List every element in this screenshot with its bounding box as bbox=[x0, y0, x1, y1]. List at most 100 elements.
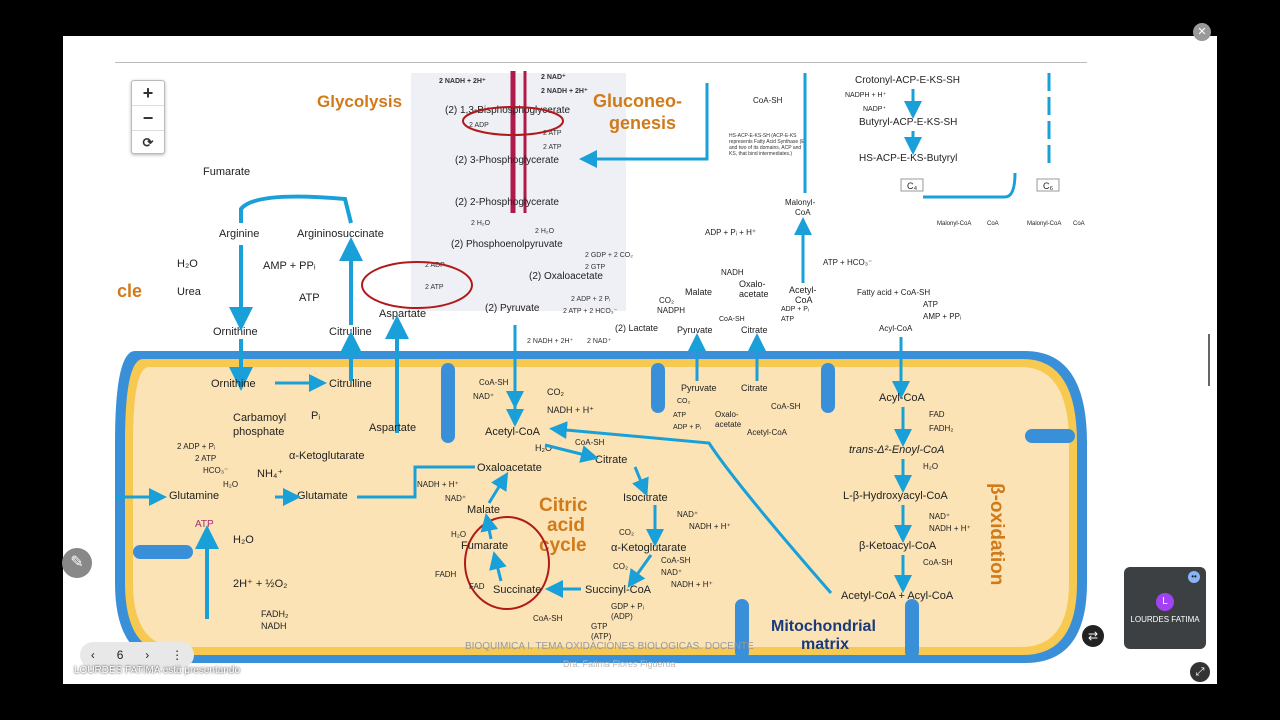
metabolite-ornithine-cyto: Ornithine bbox=[213, 326, 258, 338]
zoom-out-button[interactable]: − bbox=[132, 106, 164, 131]
metabolite-aspartate: Aspartate bbox=[369, 422, 416, 434]
metabolite-citrate: Citrate bbox=[595, 454, 627, 466]
beta-label: NADH + H⁺ bbox=[929, 524, 971, 533]
tca-flow bbox=[480, 513, 499, 540]
tca-label: GTP bbox=[591, 622, 607, 631]
shuttle-label: ATP + HCO₃⁻ bbox=[823, 258, 872, 267]
tca-flow bbox=[632, 466, 649, 497]
shuttle-label: Oxalo- bbox=[715, 410, 739, 419]
citric-acid-title: Citric bbox=[539, 495, 588, 516]
shuttle-label: ATP bbox=[781, 316, 794, 323]
metabolite-succinyl-coa: Succinyl-CoA bbox=[585, 584, 652, 596]
shuttle-label: Pyruvate bbox=[677, 325, 713, 335]
slide-footer-author: Dra. Fatima Flores Figueroa bbox=[563, 659, 676, 669]
shuttle-label: Citrate bbox=[741, 383, 768, 393]
shuttle-label: ADP + Pᵢ + H⁺ bbox=[705, 228, 756, 237]
glycolysis-label: 2 NAD⁺ bbox=[541, 74, 566, 81]
metabolite-pyruvate-cyto: (2) Pyruvate bbox=[485, 303, 540, 314]
tca-label: NADH + H⁺ bbox=[689, 522, 731, 531]
crista bbox=[651, 363, 665, 413]
annotation-circle bbox=[462, 106, 564, 136]
tca-label: CO₂ bbox=[619, 528, 634, 537]
shuttle-label: NADPH bbox=[657, 306, 685, 315]
beta-label: L-β-Hydroxyacyl-CoA bbox=[843, 490, 948, 502]
shuttle-label: NADH bbox=[721, 268, 744, 277]
participant-name: LOURDES FATIMA bbox=[1130, 615, 1200, 624]
gluconeogenesis-title-2: genesis bbox=[609, 113, 676, 133]
next-page-button[interactable]: › bbox=[145, 648, 150, 662]
metabolite-glutamate: Glutamate bbox=[297, 490, 348, 502]
more-options-icon[interactable]: ⋮ bbox=[171, 648, 184, 662]
slide-canvas: Glycolysis Gluconeo- genesis cle Citric … bbox=[115, 62, 1087, 675]
c4-box bbox=[900, 178, 924, 192]
glycolysis-label: 2 H₂O bbox=[535, 228, 555, 235]
expand-icon[interactable]: ⤢ bbox=[1190, 662, 1210, 682]
tca-flow bbox=[627, 554, 653, 588]
tca-flow bbox=[544, 443, 599, 463]
prev-page-button[interactable]: ‹ bbox=[90, 648, 95, 662]
tca-label: H₂O bbox=[535, 443, 552, 453]
urea-flow bbox=[239, 194, 353, 224]
tca-label: CoA-SH bbox=[533, 614, 563, 623]
reset-zoom-button[interactable]: ⟳ bbox=[142, 135, 154, 150]
tca-label: CoA-SH bbox=[575, 438, 605, 447]
fatty-label: Fatty acid + CoA-SH bbox=[857, 288, 930, 297]
c6-box bbox=[1036, 178, 1060, 192]
shuttle-label: CoA-SH bbox=[719, 316, 745, 323]
urea-label: AMP + PPᵢ bbox=[263, 260, 316, 272]
glycolysis-label: 2 NADH + 2H⁺ bbox=[527, 338, 574, 345]
zoom-in-button[interactable]: + bbox=[132, 81, 164, 106]
slide-footer: BIOQUIMICA I. TEMA OXIDACIONES BIOLOGICA… bbox=[465, 641, 754, 652]
annotation-circle bbox=[361, 261, 473, 309]
glycolysis-label: 2 NAD⁺ bbox=[587, 338, 612, 345]
fatty-label: Malonyl-CoA bbox=[1027, 221, 1061, 227]
presenter-caption: LOURDES FATIMA está presentando bbox=[74, 665, 241, 676]
tca-label: NAD⁺ bbox=[473, 392, 494, 401]
zoom-controls: + − ⟳ bbox=[131, 80, 165, 154]
metabolite-citrulline-cyto: Citrulline bbox=[329, 326, 372, 338]
tca-label: CoA-SH bbox=[661, 556, 691, 565]
tca-label: NADH + H⁺ bbox=[547, 405, 594, 415]
mitochondrion-matrix bbox=[133, 367, 1069, 647]
shuttle-label: Citrate bbox=[741, 325, 768, 335]
beta-label: NAD⁺ bbox=[929, 512, 950, 521]
page-navigator: ‹ 6 › ⋮ bbox=[80, 642, 194, 668]
mito-label: HCO₃⁻ bbox=[203, 466, 228, 475]
tca-flow bbox=[487, 471, 509, 504]
metabolite-fumarate: Fumarate bbox=[203, 166, 250, 178]
fatty-label: Acyl-CoA bbox=[879, 324, 913, 333]
glycolysis-label: 2 H₂O bbox=[471, 220, 491, 227]
metabolite-ornithine: Ornithine bbox=[211, 378, 256, 390]
shuttle-label: CO₂ bbox=[659, 296, 674, 305]
metabolite-pep: (2) Phosphoenolpyruvate bbox=[451, 239, 563, 250]
mito-label: H₂O bbox=[233, 534, 254, 546]
pencil-icon[interactable]: ✎ bbox=[62, 548, 92, 578]
layout-icon[interactable]: ⇄ bbox=[1082, 625, 1104, 647]
glycolysis-label: 2 ADP bbox=[469, 122, 489, 129]
metabolite-glutamine: Glutamine bbox=[169, 490, 219, 502]
scrollbar[interactable] bbox=[1208, 334, 1210, 386]
crista bbox=[133, 545, 193, 559]
tca-label: NADH + H⁺ bbox=[417, 480, 459, 489]
glycolysis-title: Glycolysis bbox=[317, 92, 402, 111]
shuttle-label: ADP + Pᵢ bbox=[781, 306, 809, 313]
close-icon[interactable]: ✕ bbox=[1193, 23, 1211, 41]
shuttle-label: CoA bbox=[795, 208, 811, 217]
participant-tile[interactable]: •• L LOURDES FATIMA bbox=[1124, 567, 1206, 649]
glycolysis-label: 2 ADP bbox=[425, 262, 445, 269]
beta-label: Acyl-CoA bbox=[879, 392, 926, 404]
metabolite-aspartate-cyto: Aspartate bbox=[379, 308, 426, 320]
fatty-label: CoA bbox=[987, 221, 999, 227]
mito-label: H₂O bbox=[223, 480, 238, 489]
beta-label: Acetyl-CoA + Acyl-CoA bbox=[841, 590, 954, 602]
tca-label: NAD⁺ bbox=[445, 494, 466, 503]
glycolysis-label: 2 GDP + 2 CO₂ bbox=[585, 252, 633, 259]
glycolysis-label: 2 NADH + 2H⁺ bbox=[439, 78, 486, 85]
fatty-label: NADPH + H⁺ bbox=[845, 92, 887, 99]
beta-label: β-Ketoacyl-CoA bbox=[859, 540, 937, 552]
metabolite-bpg: (2) 1,3-Bisphosphoglycerate bbox=[445, 105, 571, 116]
mito-label: Pᵢ bbox=[311, 410, 320, 422]
tca-label: NAD⁺ bbox=[661, 568, 682, 577]
metabolite-oxaloacetate: Oxaloacetate bbox=[477, 462, 542, 474]
fatty-label: Butyryl-ACP-E-KS-SH bbox=[859, 117, 957, 128]
